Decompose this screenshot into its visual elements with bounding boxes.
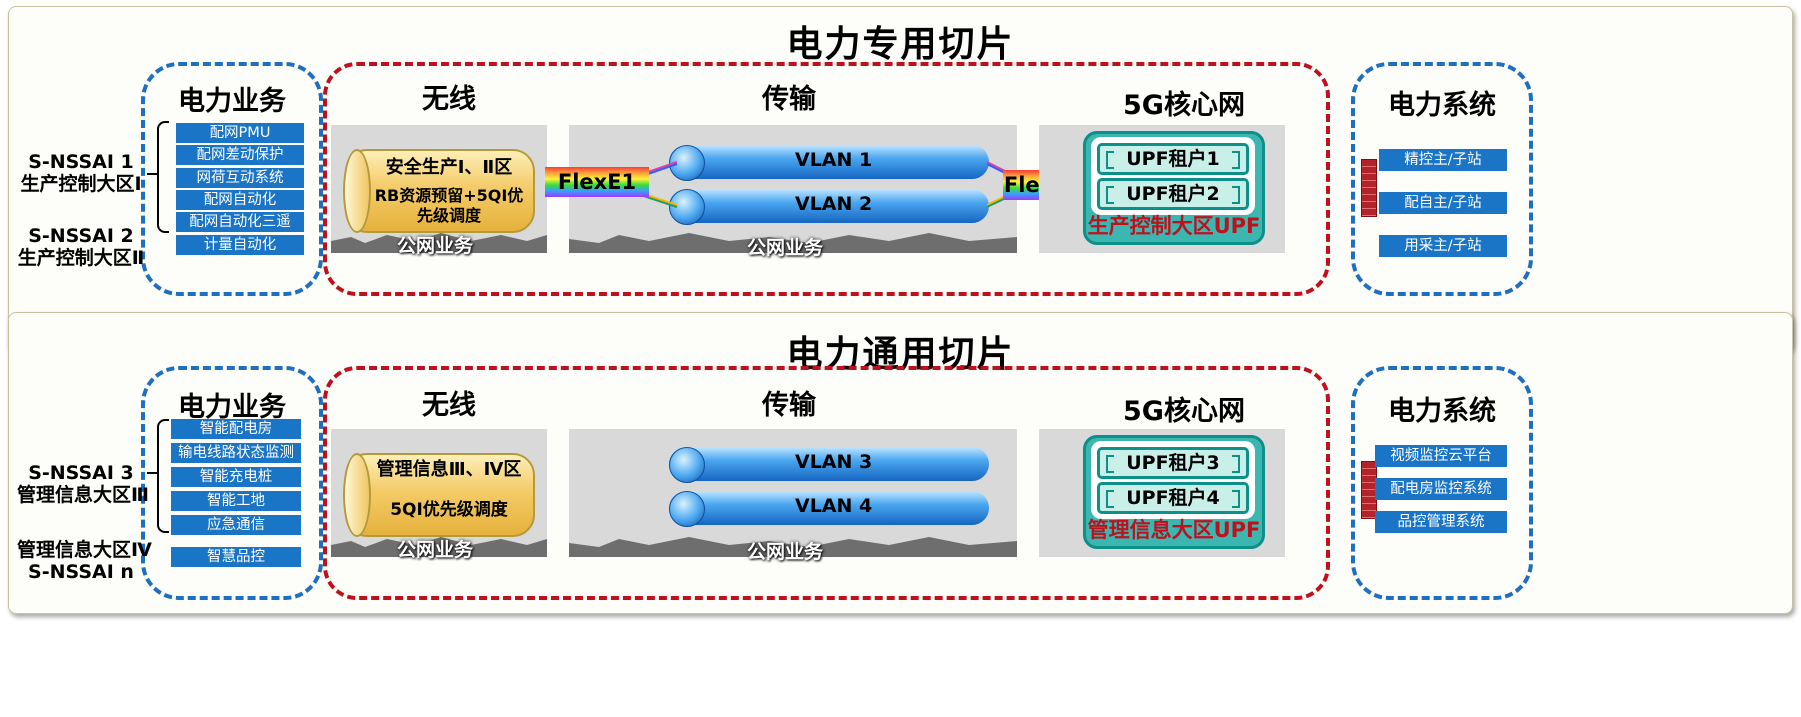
- ground-silhouette: [331, 233, 547, 253]
- system-item: 视频监控云平台: [1375, 445, 1507, 467]
- business-item: 智能充电桩: [171, 467, 301, 487]
- radio-pipe: [345, 149, 535, 233]
- radio-text: 管理信息Ⅲ、Ⅳ区: [376, 459, 522, 480]
- business-item: 应急通信: [171, 515, 301, 535]
- slice-brace: [157, 419, 169, 533]
- radio-text: 先级调度: [416, 206, 481, 225]
- vlan-label: VLAN 1: [795, 149, 873, 171]
- radio-pipe-cap: [343, 149, 371, 233]
- slice-label: S-NSSAI 2 生产控制大区Ⅱ: [17, 225, 145, 269]
- system-header: 电力系统: [1388, 90, 1496, 121]
- panel-title: 电力专用切片: [786, 24, 1015, 65]
- vlan-pipe: [669, 491, 989, 525]
- vlan-label: VLAN 3: [795, 451, 873, 473]
- vlan-pipe: [669, 145, 989, 179]
- brace-tip: [147, 472, 159, 474]
- radio-text: 安全生产Ⅰ、Ⅱ区: [385, 157, 513, 178]
- system-item: 用采主/子站: [1379, 235, 1507, 257]
- business-header: 电力业务: [178, 86, 286, 117]
- core-header: 5G核心网: [1123, 396, 1245, 427]
- business-item: 输电线路状态监测: [171, 443, 301, 463]
- vlan-pipe: [669, 189, 989, 223]
- upf-tenant: UPF租户3: [1097, 447, 1249, 479]
- vlan-pipe-cap: [669, 447, 705, 483]
- vlan-label: VLAN 2: [795, 193, 873, 215]
- brace-tip: [147, 173, 159, 175]
- public-service-label: 公网业务: [747, 541, 824, 563]
- upf-tenant: UPF租户1: [1097, 143, 1249, 175]
- ground-silhouette: [331, 537, 547, 557]
- radio-text: RB资源预留+5QI优: [374, 186, 524, 205]
- firewall-icon: [1361, 159, 1377, 217]
- transport-header: 传输: [762, 390, 816, 421]
- dedicated-slice-panel: 电力专用切片 电力业务 配网PMU 配网差动保护 网荷互动系统 配网自动化 配网…: [8, 6, 1793, 351]
- slice-label: S-NSSAI 1 生产控制大区Ⅰ: [20, 151, 142, 195]
- system-header: 电力系统: [1388, 396, 1496, 427]
- radio-header: 无线: [422, 390, 476, 421]
- transport-header: 传输: [762, 84, 816, 115]
- slice-label: 管理信息大区Ⅳ S-NSSAI n: [17, 539, 152, 583]
- network-group: [323, 62, 1330, 296]
- public-service-label: 公网业务: [747, 237, 824, 259]
- slice-label: S-NSSAI 3 管理信息大区Ⅲ: [17, 462, 149, 506]
- core-header: 5G核心网: [1123, 90, 1245, 121]
- business-item: 计量自动化: [176, 235, 304, 255]
- business-item: 配网差动保护: [176, 145, 304, 165]
- business-item: 配网自动化: [176, 190, 304, 210]
- business-item: 智能工地: [171, 491, 301, 511]
- system-item: 品控管理系统: [1375, 511, 1507, 533]
- radio-text: 5QI优先级调度: [390, 500, 508, 520]
- public-service-label: 公网业务: [397, 539, 474, 561]
- radio-pipe: [345, 453, 535, 537]
- business-header: 电力业务: [178, 392, 286, 423]
- vlan-pipe-cap: [669, 491, 705, 527]
- radio-pipe-cap: [343, 453, 371, 537]
- upf-tenant: UPF租户4: [1097, 482, 1249, 514]
- ground-silhouette: [569, 233, 1017, 253]
- system-group: [1351, 62, 1533, 296]
- public-service-label: 公网业务: [397, 235, 474, 257]
- upf-tenant: UPF租户2: [1097, 178, 1249, 210]
- upf-label: 生产控制大区UPF: [1087, 214, 1261, 238]
- radio-header: 无线: [422, 84, 476, 115]
- slice-brace: [157, 121, 169, 233]
- business-item: 网荷互动系统: [176, 168, 304, 188]
- system-item: 配电房监控系统: [1375, 478, 1507, 500]
- system-item: 配自主/子站: [1379, 192, 1507, 214]
- vlan-label: VLAN 4: [795, 495, 873, 517]
- business-group: [141, 366, 323, 600]
- business-item: 配网自动化三遥: [176, 212, 304, 232]
- general-slice-panel: 电力通用切片 电力业务 智能配电房 输电线路状态监测 智能充电桩 智能工地 应急…: [8, 312, 1793, 614]
- system-group: [1351, 366, 1533, 600]
- system-item: 精控主/子站: [1379, 149, 1507, 171]
- flexe-label: FlexE1: [545, 167, 649, 197]
- upf-label: 管理信息大区UPF: [1087, 518, 1261, 542]
- vlan-pipe: [669, 447, 989, 481]
- business-item: 配网PMU: [176, 123, 304, 143]
- business-group: [141, 62, 323, 296]
- ground-silhouette: [569, 537, 1017, 557]
- transport-links: [569, 462, 679, 509]
- network-group: [323, 366, 1330, 600]
- business-item: 智能配电房: [171, 419, 301, 439]
- business-item: 智慧品控: [171, 547, 301, 567]
